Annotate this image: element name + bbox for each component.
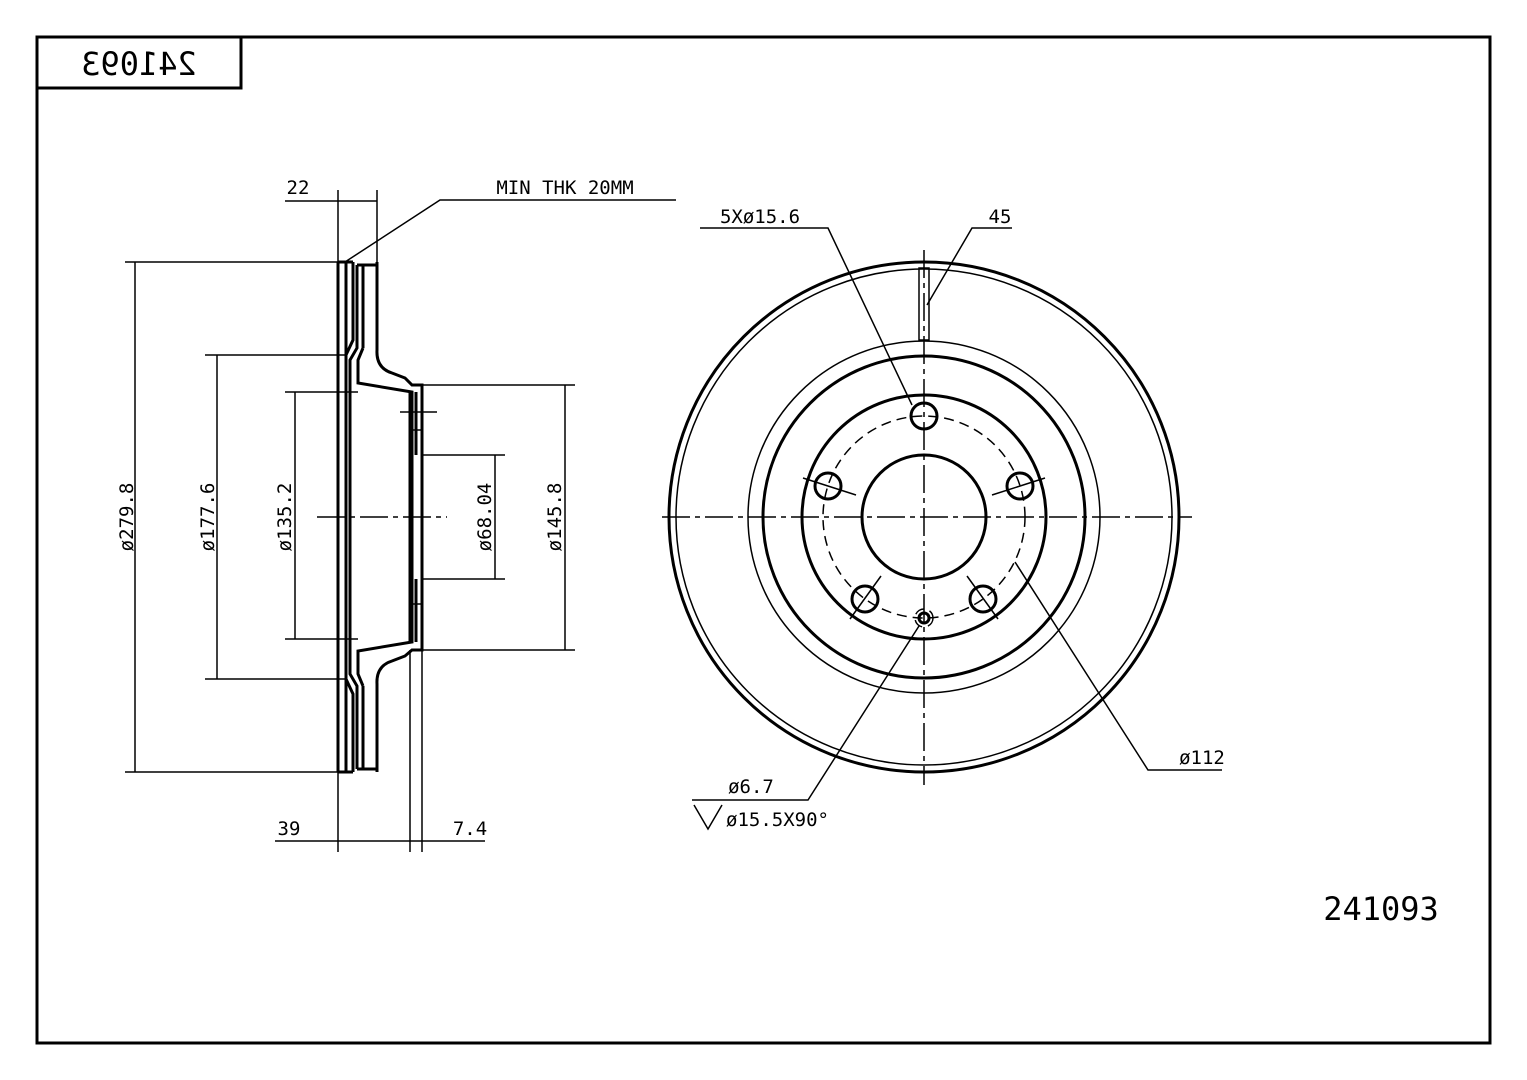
- dim-thickness: 22: [287, 177, 310, 199]
- dim-hub-thickness: 7.4: [453, 818, 487, 840]
- bolt-holes-label: 5Xø15.6: [720, 206, 800, 228]
- pcd-label: ø112: [1179, 747, 1225, 769]
- min-thickness-note: MIN THK 20MM: [496, 177, 633, 199]
- side-view: ø279.8 ø177.6 ø135.2 ø68.04 ø145.8 22 MI…: [116, 177, 676, 852]
- angle-label: 45: [989, 206, 1012, 228]
- small-hole-label: ø6.7: [728, 776, 774, 798]
- countersink-label: ø15.5X90°: [726, 809, 829, 831]
- drawing-border: [35, 35, 1492, 1045]
- dim-hat-diameter: ø145.8: [544, 483, 566, 552]
- part-number: 241093: [1323, 890, 1439, 928]
- dim-center-bore: ø68.04: [474, 483, 496, 552]
- title-box: [35, 35, 243, 90]
- dim-height: 39: [278, 818, 301, 840]
- dim-177: ø177.6: [197, 483, 219, 552]
- mirrored-part-number: 241093: [81, 45, 197, 83]
- front-view: 5Xø15.6 45 ø112 ø6.7 ø15.5X90°: [662, 206, 1225, 831]
- dim-outer-diameter: ø279.8: [116, 483, 138, 552]
- dim-135: ø135.2: [274, 483, 296, 552]
